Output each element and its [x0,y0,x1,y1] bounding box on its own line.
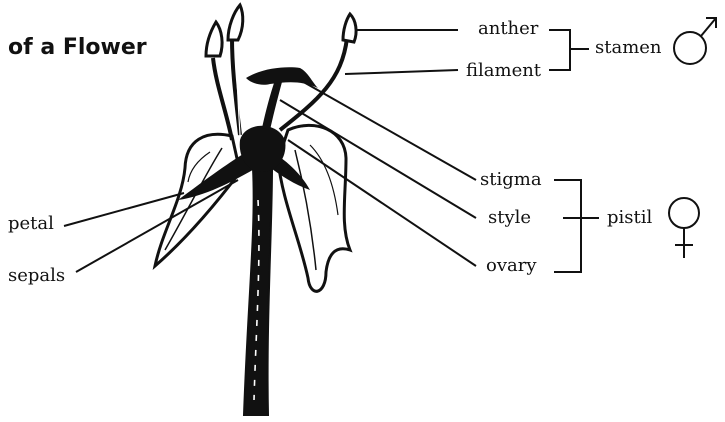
anther-middle [228,5,243,40]
filament-left [213,58,232,140]
stamen-bracket [549,30,589,70]
label-stamen: stamen [595,38,662,58]
label-ovary: ovary [486,256,537,276]
male-symbol-icon [674,18,716,64]
label-sepals: sepals [8,266,65,286]
label-stigma: stigma [480,170,542,190]
leader-filament [345,70,458,74]
diagram-title: of a Flower [8,35,147,61]
label-anther: anther [478,19,538,39]
pistil-bracket [554,180,599,272]
female-symbol-icon [669,198,699,258]
label-style: style [488,208,531,228]
anther-right [343,14,356,42]
label-filament: filament [466,61,541,81]
anther-left [206,22,222,56]
label-pistil: pistil [607,208,652,228]
flower-style [262,80,282,130]
label-petal: petal [8,214,54,234]
